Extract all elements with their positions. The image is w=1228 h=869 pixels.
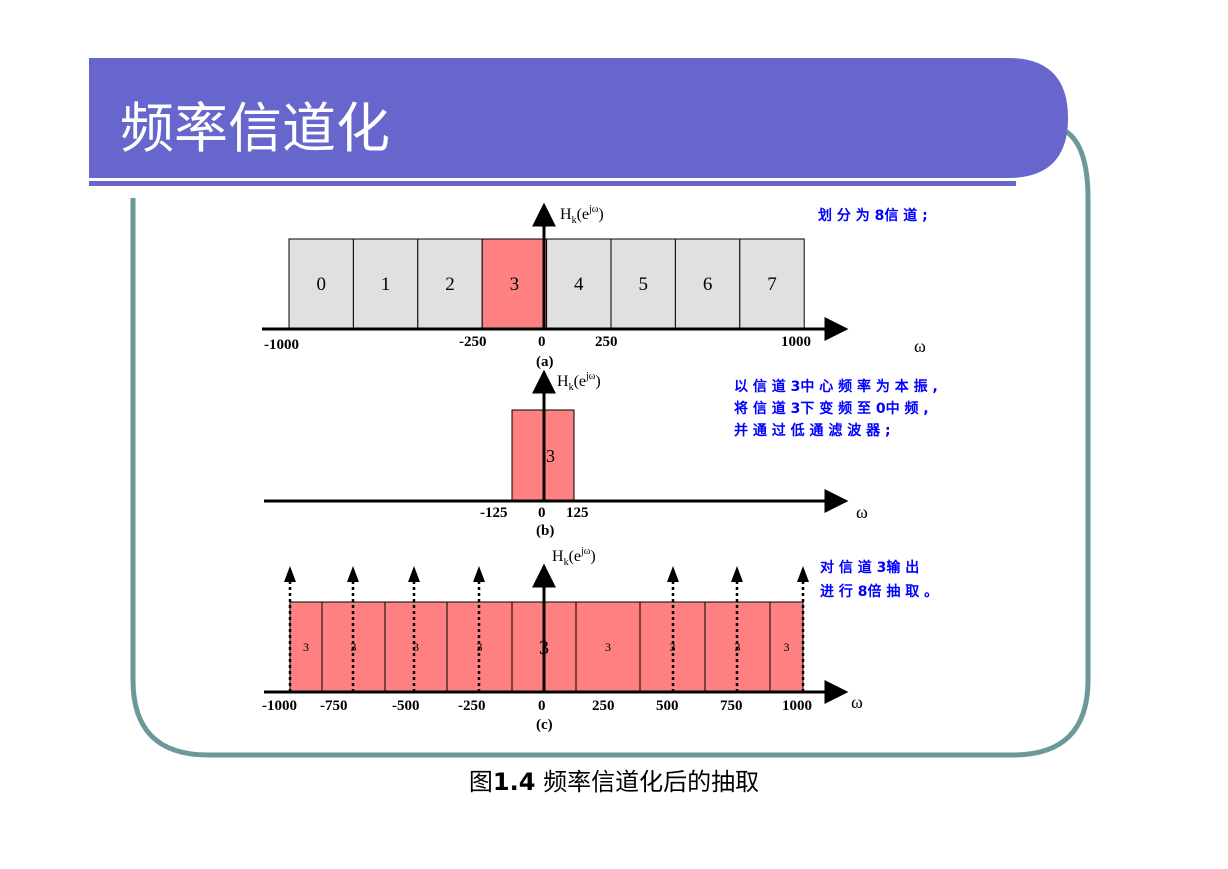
page-title: 频率信道化	[120, 97, 390, 160]
a-channel-box	[610, 238, 676, 330]
c-sample-arrowhead	[797, 566, 809, 582]
a-channel-box	[674, 238, 741, 330]
a-channel-label: 7	[767, 274, 777, 295]
a-ylabel: Hk(ejω)	[560, 204, 604, 226]
c-channel-label: 3	[784, 640, 790, 654]
a-channel-label: 1	[381, 274, 391, 295]
c-sample-arrowhead	[731, 566, 743, 582]
c-tick-label: -500	[392, 698, 420, 714]
c-channel-box	[769, 601, 804, 693]
c-sample-arrowhead	[284, 566, 296, 582]
a-channel-label: 4	[574, 274, 584, 295]
c-channel-box	[575, 601, 641, 693]
c-ylabel: Hk(ejω)	[552, 546, 596, 568]
a-channel-box	[288, 238, 354, 330]
c-sample-arrowhead	[408, 566, 420, 582]
b-omega-label: ω	[856, 502, 868, 522]
a-channel-label: 2	[445, 274, 455, 295]
c-sample-arrowhead	[473, 566, 485, 582]
a-tick-label: 250	[595, 334, 618, 350]
a-omega-label: ω	[914, 336, 926, 356]
c-tick-label: 250	[592, 698, 615, 714]
c-note-line: 对 信 道 3输 出	[820, 559, 919, 576]
a-channel-label: 6	[703, 274, 713, 295]
b-ylabel: Hk(ejω)	[557, 371, 601, 393]
panel-c: 333333333 Hk(ejω) -1000-750-500-25002505…	[262, 546, 938, 733]
c-tick-label: -750	[320, 698, 348, 714]
a-tick-label: 1000	[781, 334, 811, 350]
a-tick-label: -1000	[264, 337, 299, 353]
c-channel-label: 3	[605, 640, 611, 654]
c-channel-box	[384, 601, 448, 693]
c-note-line: 进 行 8倍 抽 取 。	[820, 583, 938, 600]
b-note-line: 并 通 过 低 通 滤 波 器 ;	[734, 422, 891, 439]
c-channel-box	[289, 601, 323, 693]
b-channel-label: 3	[546, 446, 555, 466]
b-tick-label: 0	[538, 505, 546, 521]
panel-b: 3 Hk(ejω) -125 0 125 ω (b) 以 信 道 3中 心 频 …	[264, 369, 938, 539]
c-omega-label: ω	[851, 692, 863, 712]
caption-number: 1.4	[492, 768, 536, 796]
b-tick-label: 125	[566, 505, 589, 521]
b-sublabel: (b)	[536, 523, 554, 539]
a-channel-box	[546, 238, 612, 330]
figure-caption: 图1.4 频率信道化后的抽取	[0, 762, 1228, 797]
c-channel-label: 3	[413, 640, 419, 654]
panel-a: 0 1 2 3 4 5 6 7 Hk(ejω) -1000 -250 0 250 1000 ω…	[262, 202, 928, 370]
caption-text: 频率信道化后的抽取	[535, 768, 760, 796]
c-tick-label: -1000	[262, 698, 297, 714]
c-tick-label: 0	[538, 698, 546, 714]
a-tick-label: -250	[459, 334, 487, 350]
c-tick-label: 500	[656, 698, 679, 714]
title-underline	[89, 181, 1016, 186]
a-channel-box	[739, 238, 805, 330]
a-sublabel: (a)	[536, 354, 554, 370]
c-tick-label: -250	[458, 698, 486, 714]
c-channel-label: 3	[303, 640, 309, 654]
c-tick-label: 750	[720, 698, 743, 714]
a-channel-label: 3	[510, 274, 520, 295]
a-note: 划 分 为 8信 道 ;	[818, 207, 928, 224]
title-bar	[89, 58, 1068, 178]
a-channel-box	[417, 238, 483, 330]
c-sample-arrowhead	[667, 566, 679, 582]
a-channel-label: 0	[316, 274, 326, 295]
caption-prefix: 图	[468, 768, 493, 796]
c-sample-arrowhead	[347, 566, 359, 582]
slide-frame	[130, 125, 1091, 758]
b-tick-label: -125	[480, 505, 508, 521]
b-note-line: 以 信 道 3中 心 频 率 为 本 振 ,	[734, 378, 938, 395]
a-channel-label: 5	[638, 274, 648, 295]
c-tick-label: 1000	[782, 698, 812, 714]
a-tick-label: 0	[538, 334, 546, 350]
c-sublabel: (c)	[536, 717, 553, 733]
a-channel-box	[481, 238, 548, 330]
b-note-line: 将 信 道 3下 变 频 至 0中 频 ,	[734, 400, 929, 417]
